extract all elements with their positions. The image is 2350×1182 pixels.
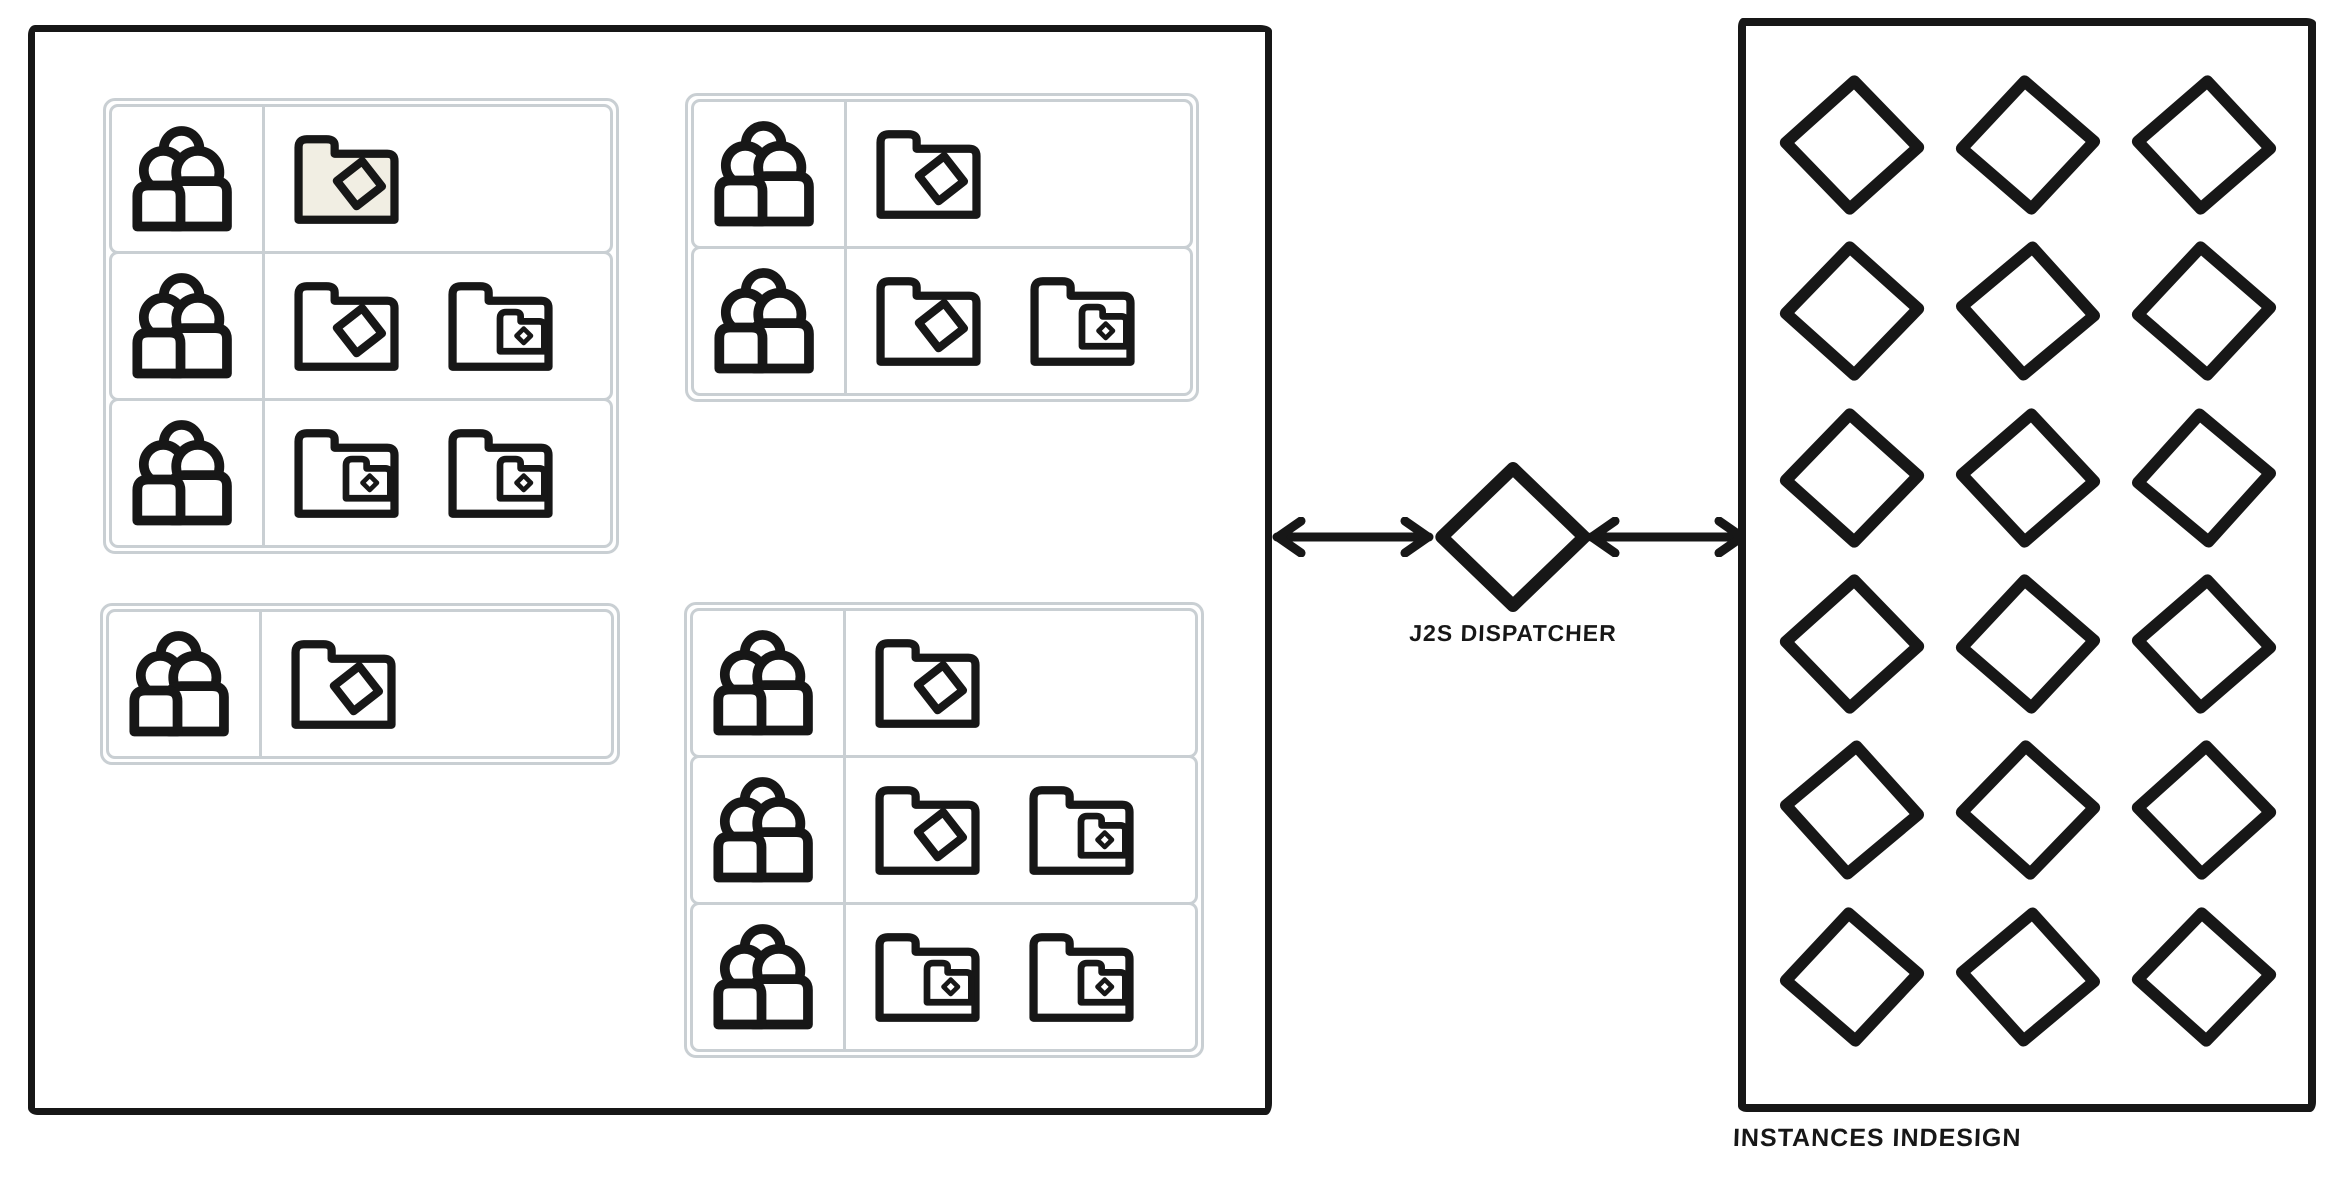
team-users-cell [693,611,846,755]
team-folders-cell [846,758,1195,902]
indesign-instance [1940,62,2116,228]
indesign-instance [2116,228,2292,394]
folder-subfolder-icon [1023,272,1141,370]
folder-subfolder-icon [1022,928,1140,1026]
users-icon [127,272,247,380]
diamond-icon [1949,68,2106,222]
diamond-icon [1772,732,1932,888]
indesign-instance [1940,894,2116,1060]
team-group [103,98,619,554]
indesign-instance [1764,228,1940,394]
team-folders-cell [846,905,1195,1049]
double-arrow-right [1586,517,1748,557]
team-row [691,246,1193,396]
dispatcher-label: J2S DISPATCHER [1408,620,1618,646]
indesign-instance [2116,561,2292,727]
diamond-icon [2125,235,2282,389]
diamond-icon [1950,735,2105,886]
diamond-icon [2126,735,2281,886]
team-row [106,609,614,759]
team-folders-cell [265,401,610,545]
diamond-icon [1949,401,2106,555]
indesign-instance [2116,727,2292,893]
indesign-instance [1764,62,1940,228]
folder-subfolder-icon [287,424,405,522]
double-arrow-left [1272,517,1434,557]
indesign-instance [2116,894,2292,1060]
team-users-cell [694,249,847,393]
folder-diamond-icon [869,125,987,223]
team-users-cell [693,905,846,1049]
folder-diamond-icon [868,781,986,879]
team-users-cell [694,102,847,246]
team-users-cell [112,107,265,251]
team-row [691,99,1193,249]
indesign-instance [2116,395,2292,561]
team-users-cell [109,612,262,756]
folder-diamond-icon [868,634,986,732]
diamond-icon [1774,402,1929,553]
diamond-icon [1948,233,2108,389]
team-folders-cell [847,102,1190,246]
indesign-instance [1940,228,2116,394]
users-icon [708,776,828,884]
instances-label: INSTANCES INDESIGN [1732,1124,2022,1152]
indesign-instance [1940,395,2116,561]
indesign-instance [1764,561,1940,727]
diamond-icon [2125,567,2282,721]
folder-diamond-icon [869,272,987,370]
diamond-icon [1773,900,1930,1054]
diamond-icon [1774,236,1929,387]
folder-subfolder-icon [441,277,559,375]
indesign-instance [1940,561,2116,727]
diamond-icon [1774,70,1929,221]
team-users-cell [112,401,265,545]
indesign-instance [1764,727,1940,893]
folder-diamond-icon [284,635,402,733]
folder-diamond-icon [287,130,405,228]
team-group [684,602,1204,1058]
users-icon [127,125,247,233]
users-icon [127,419,247,527]
users-icon [708,629,828,737]
team-users-cell [112,254,265,398]
diamond-icon [1949,567,2106,721]
client-teams-panel [28,25,1272,1115]
folder-subfolder-icon [868,928,986,1026]
folder-diamond-icon [287,277,405,375]
team-folders-cell [265,107,610,251]
folder-subfolder-icon [1022,781,1140,879]
team-users-cell [693,758,846,902]
team-folders-cell [262,612,611,756]
team-row [109,251,613,401]
indesign-instance [1940,727,2116,893]
indesign-instances-panel [1738,18,2316,1112]
team-row [690,608,1198,758]
team-row [690,755,1198,905]
indesign-instance [1764,395,1940,561]
diamond-icon [2126,901,2281,1052]
team-folders-cell [847,249,1190,393]
team-row [109,104,613,254]
users-icon [124,630,244,738]
diamond-icon [1948,899,2108,1055]
indesign-instance [1764,894,1940,1060]
team-row [690,902,1198,1052]
users-icon [709,267,829,375]
diamond-icon [2125,68,2282,222]
instances-grid [1746,26,2308,1104]
team-folders-cell [265,254,610,398]
dispatcher-diamond-icon [1432,459,1594,615]
users-icon [708,923,828,1031]
team-group [685,93,1199,402]
team-folders-cell [846,611,1195,755]
indesign-instance [2116,62,2292,228]
folder-subfolder-icon [441,424,559,522]
team-row [109,398,613,548]
team-group [100,603,620,765]
diamond-icon [2124,400,2284,556]
diamond-icon [1774,569,1929,720]
users-icon [709,120,829,228]
